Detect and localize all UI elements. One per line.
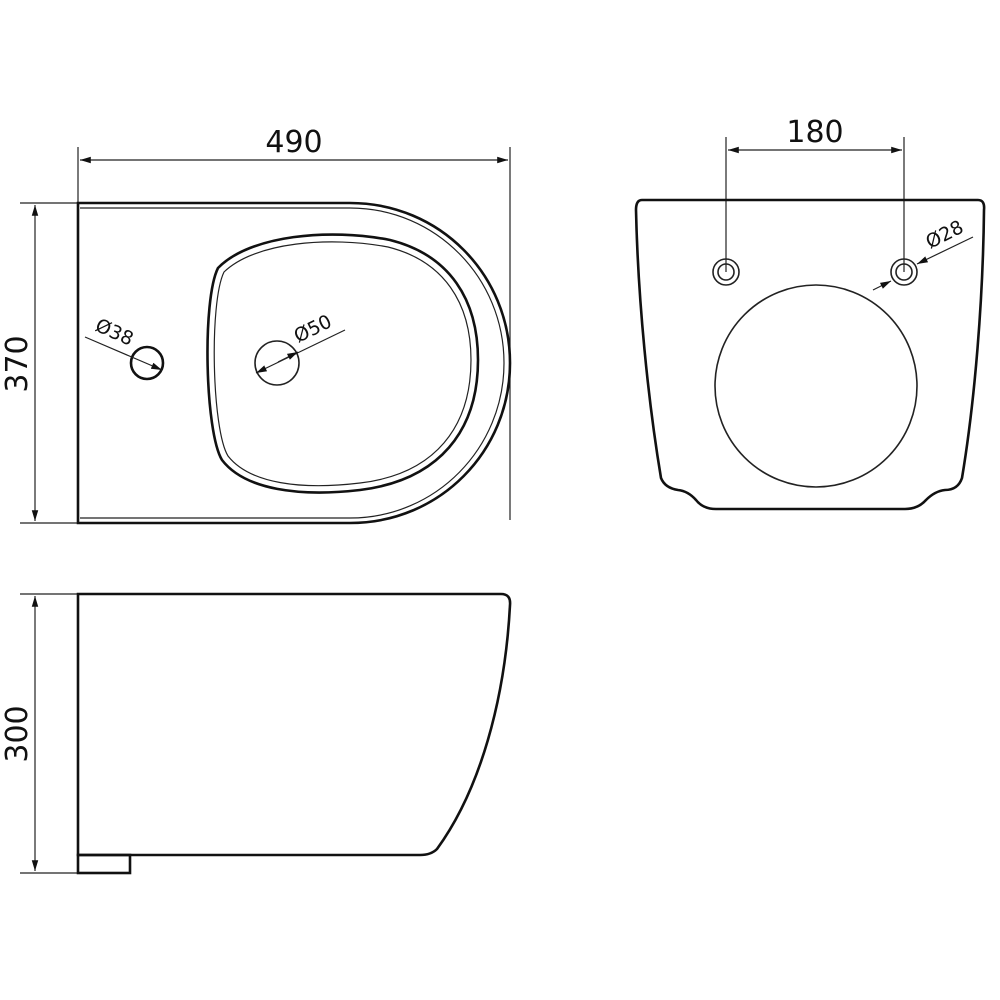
tap-hole (129, 345, 165, 381)
drain-label: Ø50 (291, 311, 336, 348)
bowl-outline (206, 233, 480, 494)
tap-hole-label: Ø38 (92, 314, 137, 350)
height-dimension: 300 (0, 593, 80, 874)
mounting-foot (76, 853, 132, 875)
fixing-spacing-dimension: 180 (725, 115, 905, 272)
rear-view: 180 Ø28 (634, 115, 986, 511)
side-view: 300 (0, 592, 512, 875)
fixing-hole-right (890, 258, 918, 286)
fixing-hole-left (712, 258, 740, 286)
depth-dimension: 370 (0, 202, 80, 524)
height-label: 300 (0, 705, 35, 762)
outlet-circle (714, 284, 918, 488)
fixing-spacing-label: 180 (786, 115, 843, 150)
rear-body-outline (634, 198, 986, 511)
drain-hole (254, 340, 300, 386)
top-view: 490 370 Ø38 Ø50 (0, 125, 512, 525)
width-label: 490 (265, 125, 322, 160)
body-outline (76, 201, 512, 525)
depth-label: 370 (0, 335, 35, 392)
side-body-outline (76, 592, 512, 857)
width-dimension: 490 (77, 125, 511, 520)
fixing-hole-label: Ø28 (922, 216, 967, 253)
